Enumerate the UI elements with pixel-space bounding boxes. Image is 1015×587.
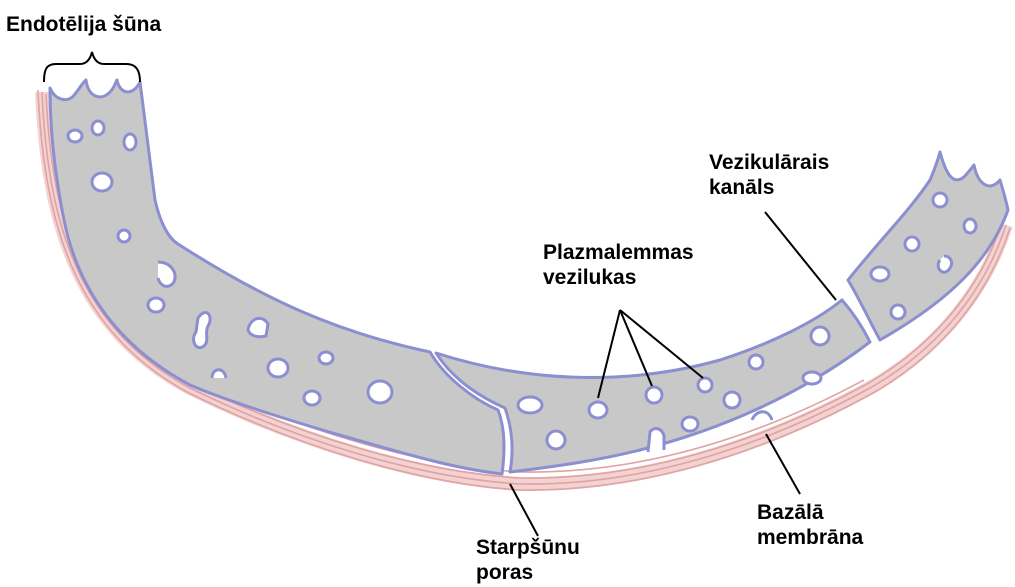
label-line: Starpšūnu <box>476 535 580 560</box>
label-line: membrāna <box>757 525 863 550</box>
label-endothelial-cell-text: Endotēlija šūna <box>6 12 161 37</box>
label-line: vezilukas <box>543 265 694 290</box>
label-endothelial-cell: Endotēlija šūna <box>6 12 161 37</box>
label-basal-membrane: Bazālā membrāna <box>757 500 863 550</box>
label-intercellular-pores: Starpšūnu poras <box>476 535 580 585</box>
label-line: poras <box>476 560 580 585</box>
label-vesicular-channel: Vezikulārais kanāls <box>709 150 829 200</box>
endothelial-cell-left <box>50 80 504 474</box>
endothelial-cell-right <box>848 152 1008 340</box>
label-line: Plazmalemmas <box>543 240 694 265</box>
label-line: kanāls <box>709 175 829 200</box>
label-plasmalemma-vesicles: Plazmalemmas vezilukas <box>543 240 694 290</box>
label-line: Bazālā <box>757 500 863 525</box>
label-line: Vezikulārais <box>709 150 829 175</box>
cell-bracket <box>44 52 140 82</box>
